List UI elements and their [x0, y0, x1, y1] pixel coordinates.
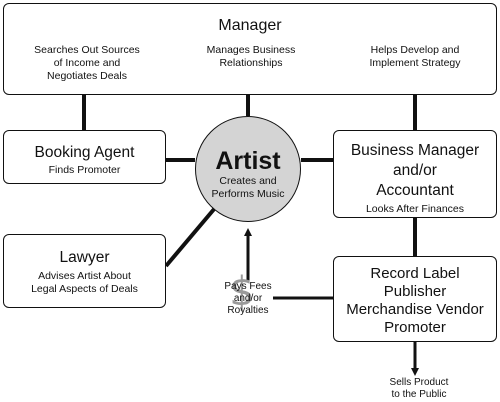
- artist-desc: Creates and Performs Music: [211, 175, 285, 200]
- artist-circle: Artist Creates and Performs Music: [195, 116, 301, 222]
- manager-title: Manager: [218, 17, 282, 34]
- manager-box: Manager Searches Out Sources of Income a…: [3, 3, 497, 95]
- dollar-icon: $: [229, 269, 255, 315]
- sells-product-label: Sells Product to the Public: [389, 377, 449, 400]
- fees-label: Pays Fees and/or Royalties: [224, 281, 272, 316]
- business-manager-title: Business Manager and/or Accountant: [350, 142, 480, 199]
- booking-agent-title: Booking Agent: [34, 144, 135, 161]
- lawyer-box: Lawyer Advises Artist About Legal Aspect…: [3, 234, 166, 308]
- artist-name: Artist: [215, 147, 281, 175]
- manager-role-deals: Searches Out Sources of Income and Negot…: [34, 44, 140, 82]
- manager-role-strategy: Helps Develop and Implement Strategy: [369, 44, 461, 69]
- booking-agent-desc: Finds Promoter: [48, 164, 121, 176]
- record-label-title: Record Label Publisher Merchandise Vendo…: [346, 265, 484, 336]
- business-manager-desc: Looks After Finances: [365, 203, 465, 215]
- record-label-box: Record Label Publisher Merchandise Vendo…: [333, 256, 497, 342]
- lawyer-to-artist-line: [164, 206, 217, 268]
- manager-role-relationships: Manages Business Relationships: [206, 44, 296, 69]
- lawyer-desc: Advises Artist About Legal Aspects of De…: [31, 270, 138, 295]
- booking-agent-box: Booking Agent Finds Promoter: [3, 130, 166, 184]
- lawyer-title: Lawyer: [59, 249, 110, 266]
- business-manager-box: Business Manager and/or Accountant Looks…: [333, 130, 497, 218]
